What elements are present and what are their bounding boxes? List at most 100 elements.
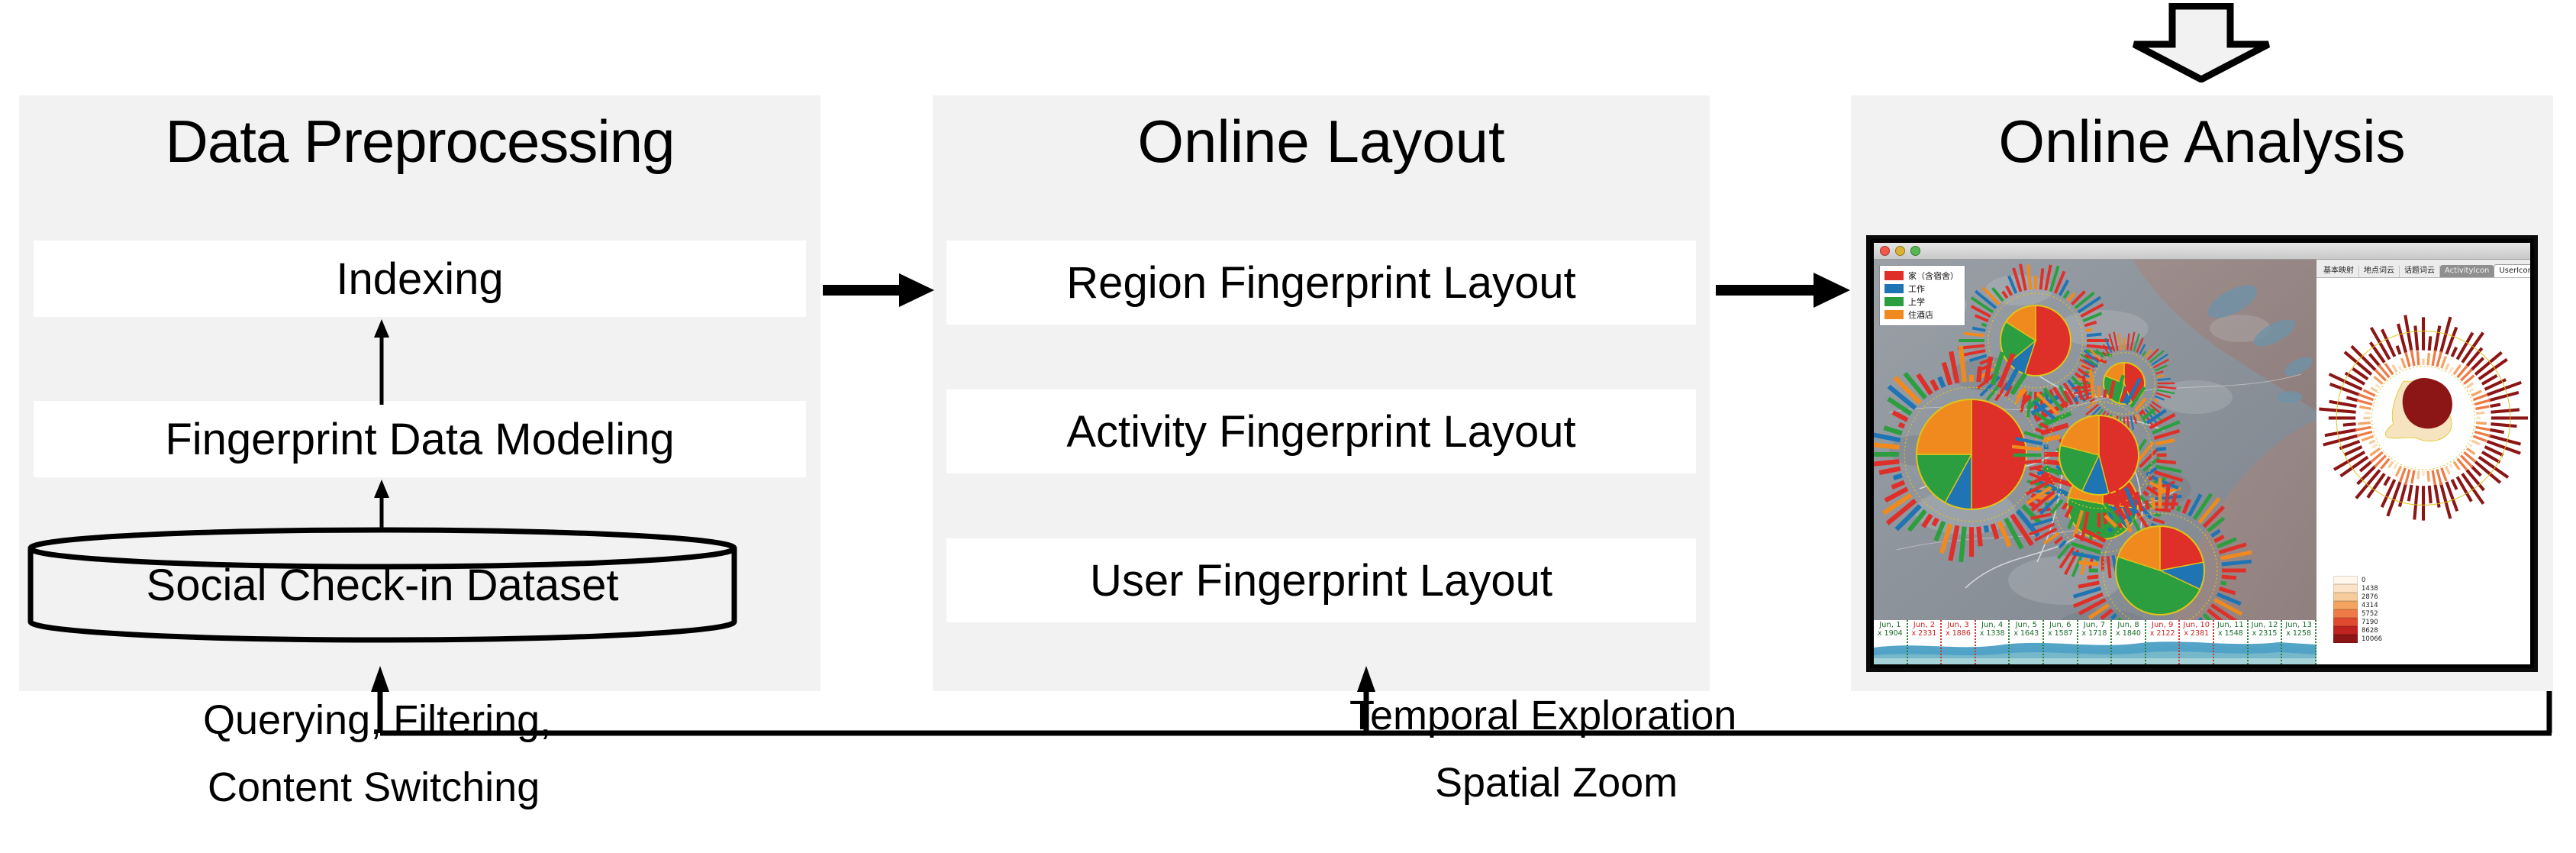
panel-title-online-analysis: Online Analysis — [1998, 108, 2406, 175]
scale-legend-value: 8628 — [2362, 626, 2378, 635]
scale-legend-swatch — [2333, 626, 2358, 635]
timeline-date: Jun, 10 — [2183, 621, 2210, 629]
zoom-button[interactable] — [1910, 246, 1920, 256]
legend-label-school: 上学 — [1908, 296, 1925, 307]
scale-legend-value: 10066 — [2362, 635, 2383, 643]
timeline-date: Jun, 8 — [2117, 621, 2139, 629]
arrow-right-layout-to-analysis — [1716, 266, 1853, 315]
stage-fingerprint-data-modeling[interactable]: Fingerprint Data Modeling — [34, 401, 806, 477]
stage-indexing[interactable]: Indexing — [34, 241, 806, 317]
tab-4[interactable]: UserIcon — [2494, 264, 2530, 277]
timeline-date: Jun, 12 — [2251, 621, 2278, 629]
legend-item: 住酒店 — [1884, 309, 1959, 320]
tab-1[interactable]: 地点词云 — [2359, 265, 2400, 277]
scale-legend-value: 0 — [2362, 576, 2366, 584]
legend-item: 家（含宿舍） — [1884, 270, 1959, 281]
scale-legend-row: 8628 — [2333, 626, 2382, 635]
timeline-count: x 1840 — [2116, 629, 2141, 638]
scale-legend-row: 5752 — [2333, 609, 2382, 618]
arrow-up-modeling-to-indexing — [365, 319, 398, 405]
timeline-count: x 1258 — [2286, 629, 2312, 638]
tab-2[interactable]: 话题词云 — [2400, 265, 2440, 277]
panel-data-preprocessing — [19, 95, 821, 691]
timeline-count: x 2381 — [2184, 629, 2210, 638]
scale-legend-row: 1438 — [2333, 584, 2382, 593]
timeline-count: x 2315 — [2252, 629, 2278, 638]
scale-legend-swatch — [2333, 576, 2358, 584]
scale-legend-value: 5752 — [2362, 609, 2378, 618]
map-legend: 家（含宿舍） 工作 上学 住酒店 — [1880, 266, 1965, 325]
scale-legend-swatch — [2333, 635, 2358, 643]
app-body: 家（含宿舍） 工作 上学 住酒店 — [1874, 260, 2530, 664]
scale-legend-row: 0 — [2333, 576, 2382, 584]
timeline-count: x 1643 — [2013, 629, 2039, 638]
scale-legend-value: 1438 — [2362, 584, 2378, 593]
timeline-count: x 1548 — [2217, 629, 2243, 638]
online-analysis-app-window[interactable]: 家（含宿舍） 工作 上学 住酒店 — [1866, 235, 2538, 672]
legend-swatch-home — [1884, 270, 1904, 280]
feedback-label-querying-filtering: Querying, Filtering, — [203, 697, 552, 743]
legend-item: 工作 — [1884, 283, 1959, 294]
legend-swatch-hotel — [1884, 309, 1904, 319]
timeline-count: x 2331 — [1911, 629, 1937, 638]
timeline-date: Jun, 6 — [2049, 621, 2071, 629]
timeline-date: Jun, 4 — [1981, 621, 2004, 629]
legend-item: 上学 — [1884, 296, 1959, 307]
radial-fingerprint-glyph — [2319, 315, 2529, 521]
app-titlebar — [1874, 243, 2530, 260]
stage-social-checkin-dataset[interactable] — [27, 527, 737, 643]
scale-legend-value: 4314 — [2362, 601, 2378, 609]
scale-legend-swatch — [2333, 593, 2358, 601]
timeline-date: Jun, 11 — [2217, 621, 2244, 629]
panel-title-data-preprocessing: Data Preprocessing — [165, 108, 675, 175]
panel-title-online-layout: Online Layout — [1137, 108, 1505, 175]
legend-swatch-school — [1884, 296, 1904, 306]
tab-3[interactable]: ActivityIcon — [2440, 265, 2494, 277]
close-button[interactable] — [1880, 246, 1890, 256]
timeline-count: x 1886 — [1946, 629, 1971, 638]
map-pane[interactable]: 家（含宿舍） 工作 上学 住酒店 — [1874, 260, 2316, 664]
feedback-label-spatial-zoom: Spatial Zoom — [1435, 760, 1678, 806]
timeline-date: Jun, 5 — [2015, 621, 2037, 629]
app-inner-frame: 家（含宿舍） 工作 上学 住酒店 — [1874, 243, 2530, 664]
feedback-label-content-switching: Content Switching — [208, 764, 540, 810]
arrow-up-dataset-to-modeling — [365, 480, 398, 530]
minimize-button[interactable] — [1895, 246, 1905, 256]
scale-legend-swatch — [2333, 584, 2358, 593]
timeline-date: Jun, 9 — [2152, 621, 2174, 629]
scale-legend-row: 2876 — [2333, 593, 2382, 601]
tab-0[interactable]: 基本映射 — [2319, 265, 2359, 277]
legend-label-work: 工作 — [1908, 283, 1925, 294]
timeline-count: x 1904 — [1877, 629, 1903, 638]
stage-region-fingerprint-layout[interactable]: Region Fingerprint Layout — [946, 241, 1696, 325]
timeline-count: x 1587 — [2047, 629, 2073, 638]
stage-activity-fingerprint-layout[interactable]: Activity Fingerprint Layout — [946, 389, 1696, 473]
timeline-count: x 1718 — [2081, 629, 2107, 638]
stage-user-fingerprint-layout[interactable]: User Fingerprint Layout — [946, 538, 1696, 622]
scale-legend-value: 7190 — [2362, 618, 2378, 626]
scale-legend-swatch — [2333, 601, 2358, 609]
timeline-date: Jun, 2 — [1913, 621, 1936, 629]
scale-legend-row: 7190 — [2333, 618, 2382, 626]
timeline-stream-graph — [1874, 638, 2316, 664]
